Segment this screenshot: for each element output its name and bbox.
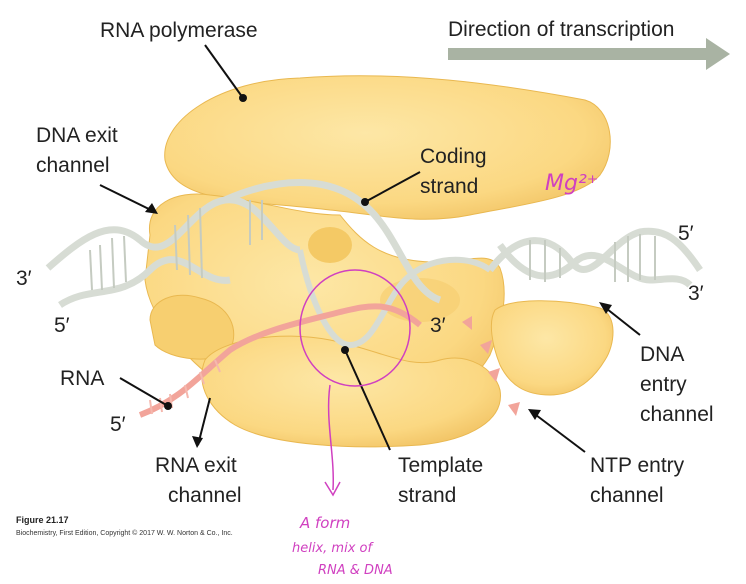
label-dna-entry-2: entry	[640, 373, 687, 396]
label-ntp-entry-2: channel	[590, 484, 664, 507]
label-dna-exit-2: channel	[36, 154, 110, 177]
label-dna-entry-3: channel	[640, 403, 714, 426]
label-coding-2: strand	[420, 175, 478, 198]
figure-credit: Biochemistry, First Edition, Copyright ©…	[16, 529, 233, 537]
label-template-1: Template	[398, 454, 483, 477]
label-coding-1: Coding	[420, 145, 487, 168]
leader-dots	[164, 94, 369, 410]
figure-number: Figure 21.17	[16, 515, 69, 525]
label-rna-polymerase: RNA polymerase	[100, 19, 258, 42]
ntp-arrows	[462, 316, 520, 416]
label-5prime-left: 5′	[54, 314, 70, 337]
handwriting-note-2: helix, mix of	[292, 541, 374, 556]
label-rna-exit-2: channel	[168, 484, 242, 507]
leader-arrowheads	[145, 203, 612, 448]
direction-arrow	[448, 38, 730, 70]
label-3prime-left: 3′	[16, 267, 32, 290]
label-5prime-right: 5′	[678, 222, 694, 245]
label-ntp-entry-1: NTP entry	[590, 454, 685, 477]
label-rna: RNA	[60, 367, 104, 390]
label-dna-exit-1: DNA exit	[36, 124, 118, 147]
dna-helix	[45, 179, 703, 349]
label-dna-entry-1: DNA	[640, 343, 684, 366]
handwriting-note-1: A form	[299, 514, 350, 532]
label-3prime-rna: 3′	[430, 314, 446, 337]
handwriting-mg: Mg²⁺	[545, 171, 598, 196]
label-template-2: strand	[398, 484, 456, 507]
label-direction: Direction of transcription	[448, 18, 674, 41]
label-rna-exit-1: RNA exit	[155, 454, 237, 477]
label-3prime-right: 3′	[688, 282, 704, 305]
handwritten-annotations	[299, 269, 411, 497]
leader-lines	[99, 44, 641, 453]
label-5prime-rna: 5′	[110, 413, 126, 436]
handwriting-note-3: RNA & DNA	[318, 563, 393, 578]
rna-polymerase-body	[144, 75, 614, 448]
rna-strand	[138, 303, 422, 418]
